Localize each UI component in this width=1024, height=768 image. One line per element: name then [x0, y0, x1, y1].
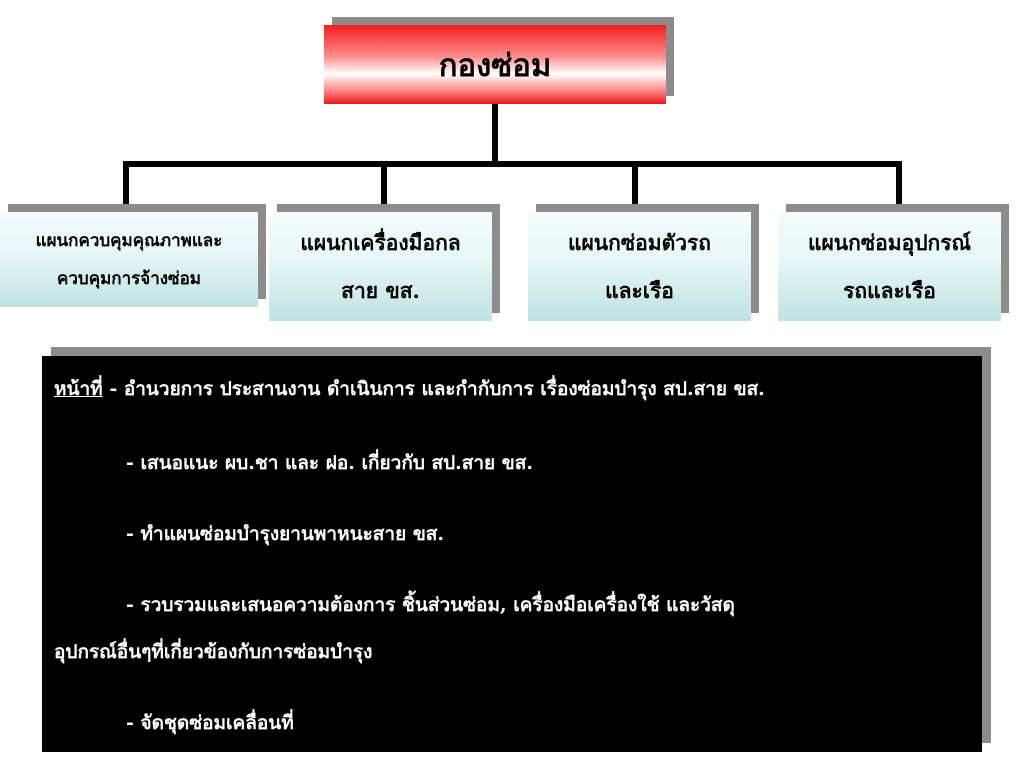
duties-first-line: หน้าที่ - อำนวยการ ประสานงาน ดำเนินการ แ…	[54, 374, 765, 404]
horizontal-connector-line	[123, 161, 902, 167]
child-1-connector-line	[123, 161, 129, 212]
child-node-label-line1: แผนกซ่อมอุปกรณ์	[807, 229, 972, 255]
duties-item-continuation: อุปกรณ์อื่นๆที่เกี่ยวข้องกับการซ่อมบำรุง	[54, 641, 373, 663]
duties-first-item: - อำนวยการ ประสานงาน ดำเนินการ และกำกับก…	[102, 378, 765, 400]
duties-item: - รวบรวมและเสนอความต้องการ ชิ้นส่วนซ่อม,…	[126, 594, 735, 616]
child-node-equipment-repair: แผนกซ่อมอุปกรณ์ รถและเรือ	[778, 212, 1001, 321]
duties-item: - ทำแผนซ่อมบำรุงยานพาหนะสาย ขส.	[126, 523, 445, 545]
duties-heading: หน้าที่	[54, 378, 103, 400]
child-node-label-line2: รถและเรือ	[843, 277, 936, 303]
child-3-connector-line	[632, 161, 638, 212]
duties-item: - จัดชุดซ่อมเคลื่อนที่	[126, 712, 294, 734]
child-node-label-line1: แผนกซ่อมตัวรถ	[567, 229, 712, 255]
child-node-machine-tools: แผนกเครื่องมือกล สาย ขส.	[269, 212, 492, 321]
child-node-label-line1: แผนกเครื่องมือกล	[300, 229, 461, 255]
duties-panel: หน้าที่ - อำนวยการ ประสานงาน ดำเนินการ แ…	[42, 356, 982, 752]
child-node-label-line2: และเรือ	[605, 277, 674, 303]
duties-item: - เสนอแนะ ผบ.ชา และ ฝอ. เกี่ยวกับ สป.สาย…	[126, 452, 533, 474]
child-node-quality-control: แผนกควบคุมคุณภาพและ ควบคุมการจ้างซ่อม	[0, 212, 258, 307]
child-node-label-line2: สาย ขส.	[341, 277, 420, 303]
root-connector-line	[492, 102, 498, 166]
root-node-label: กองซ่อม	[438, 47, 552, 84]
root-node: กองซ่อม	[324, 25, 666, 104]
child-node-body-repair: แผนกซ่อมตัวรถ และเรือ	[528, 212, 751, 321]
child-4-connector-line	[896, 161, 902, 212]
child-2-connector-line	[381, 161, 387, 212]
child-node-label-line2: ควบคุมการจ้างซ่อม	[56, 268, 202, 289]
child-node-label-line1: แผนกควบคุมคุณภาพและ	[35, 230, 223, 251]
